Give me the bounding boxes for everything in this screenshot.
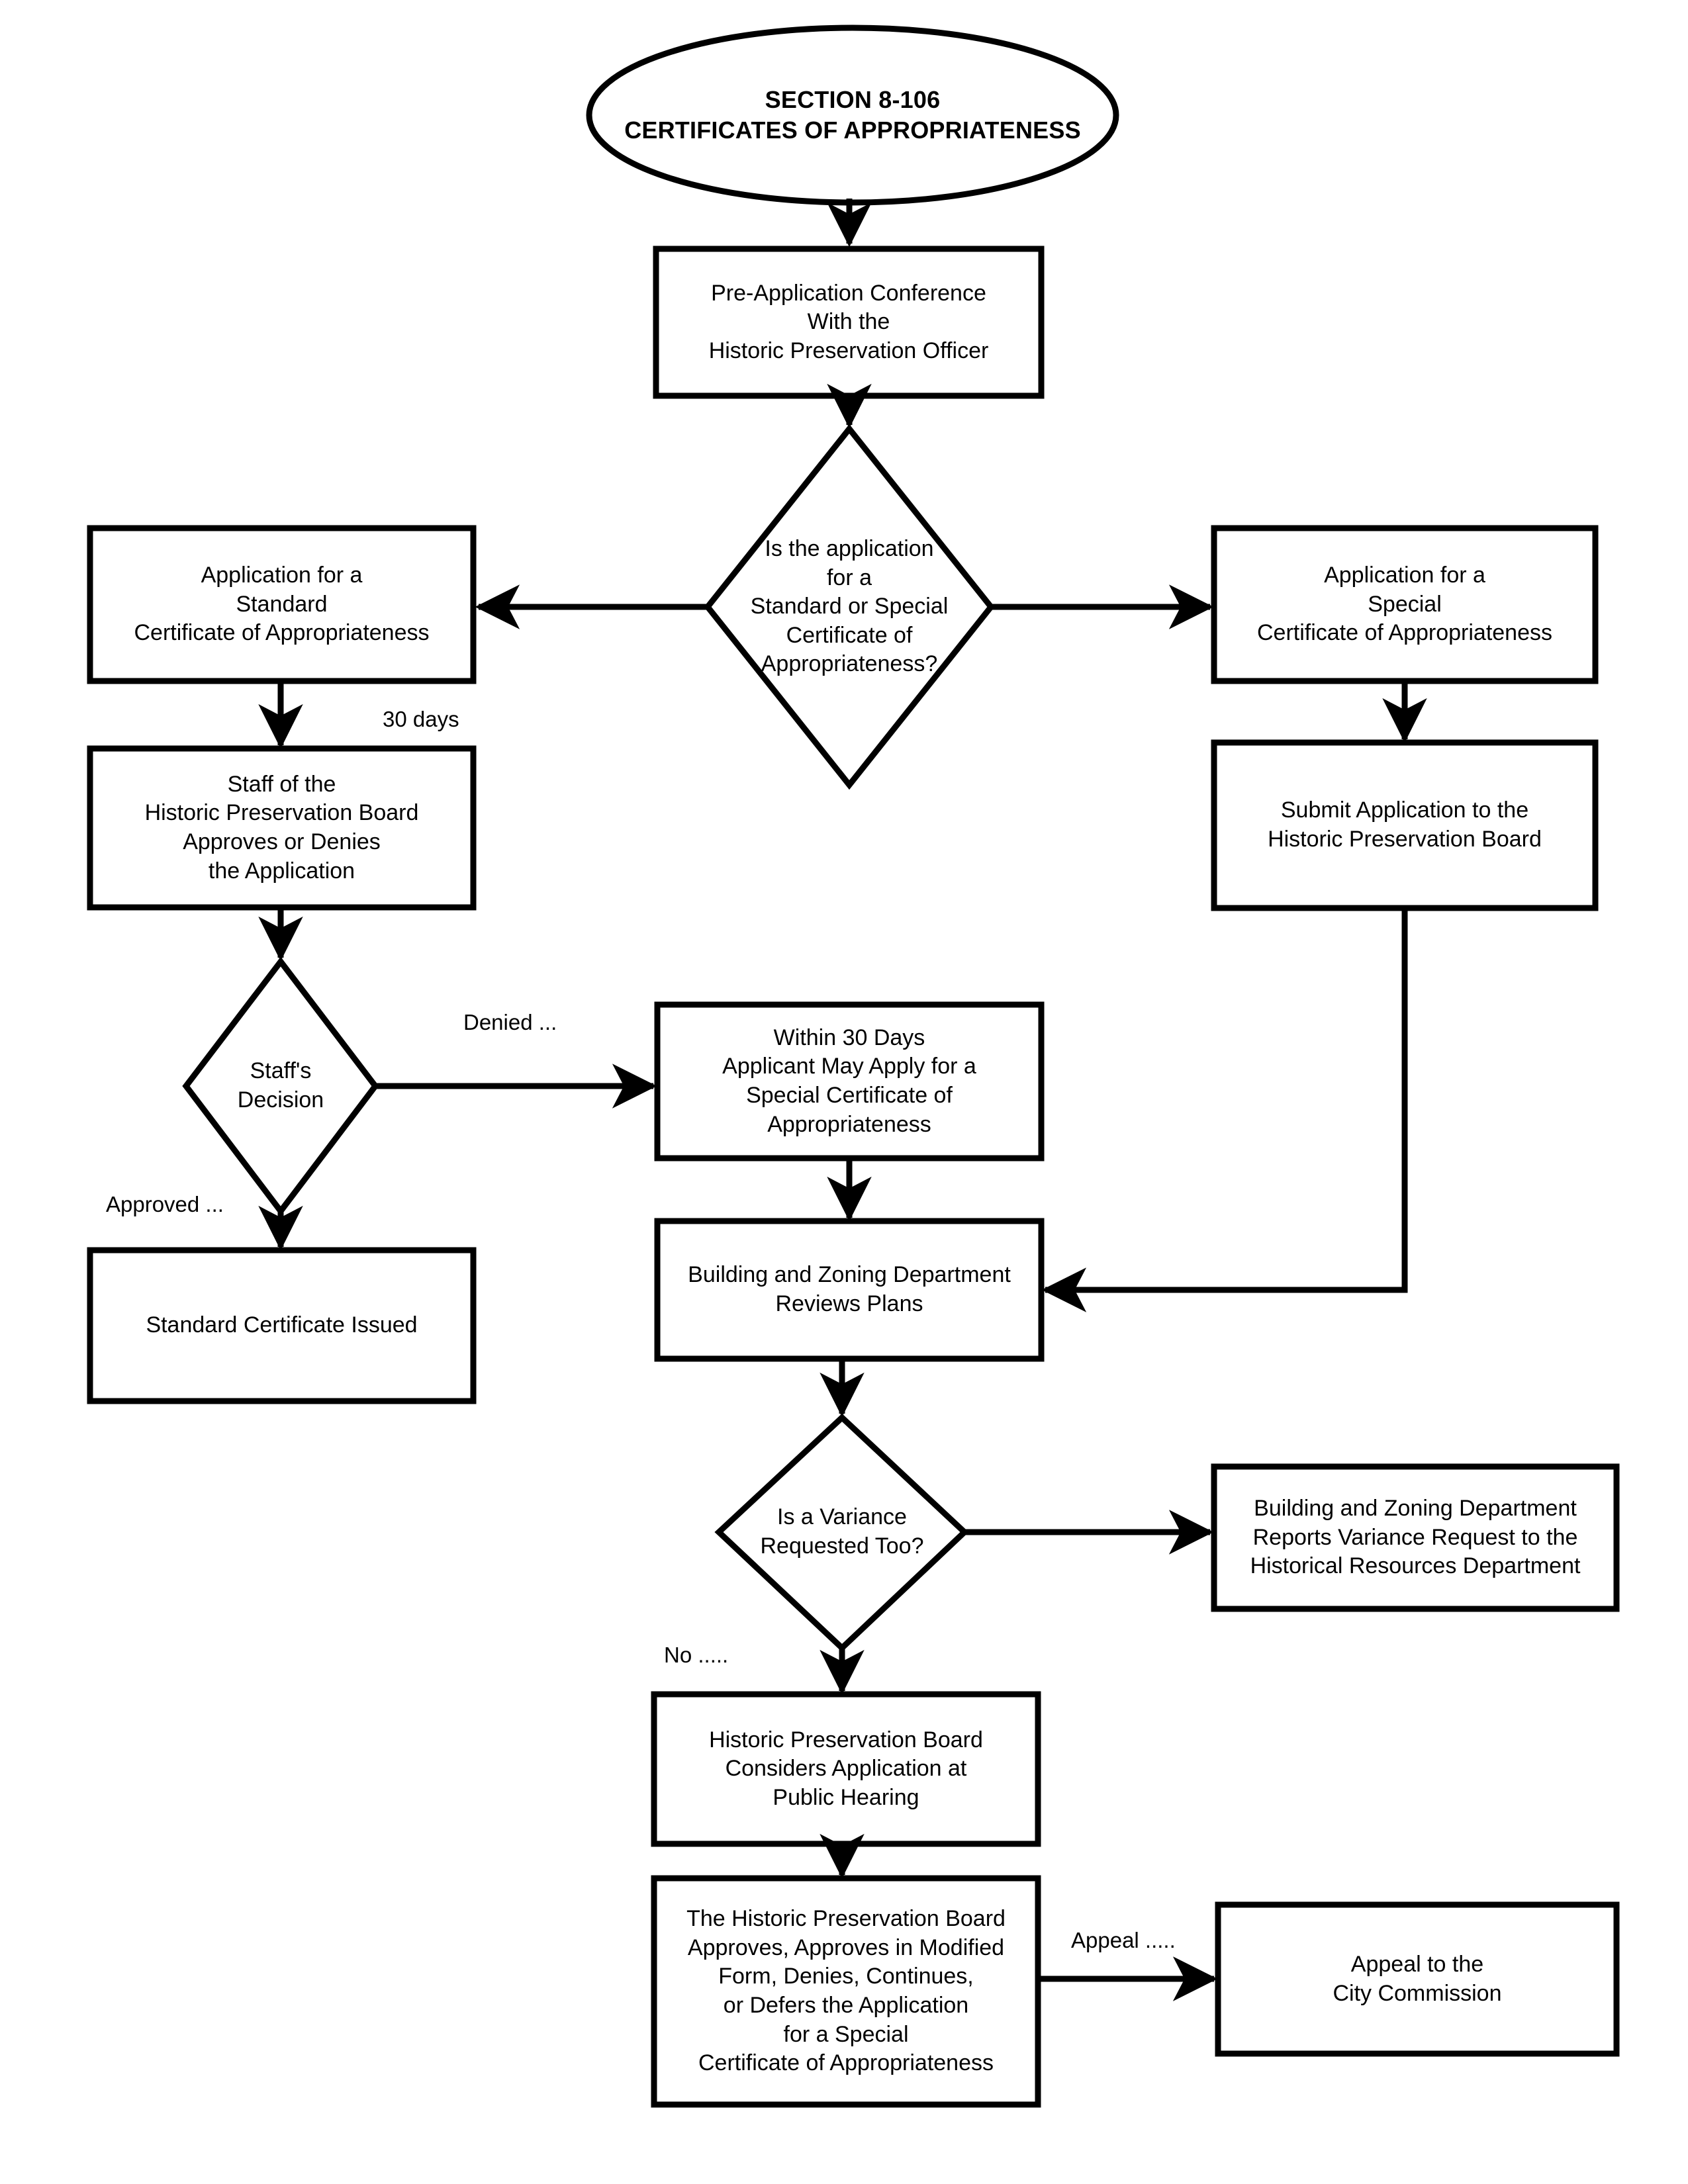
variance-decision-diamond xyxy=(714,1413,969,1653)
edge-label-appeal: Appeal ..... xyxy=(1071,1928,1176,1952)
pre-application-box xyxy=(653,246,1045,399)
application-standard-box xyxy=(87,525,477,684)
edge-submit-to-buildingzoning xyxy=(1041,908,1408,1312)
building-zoning-reviews-box xyxy=(654,1218,1045,1362)
board-action-box xyxy=(651,1875,1041,2108)
edge-label-approved: Approved ... xyxy=(106,1192,224,1216)
staff-reviews-box xyxy=(87,745,477,911)
edge-label-no: No ..... xyxy=(664,1643,729,1667)
appeal-city-commission-box xyxy=(1215,1901,1620,2057)
application-special-box xyxy=(1211,525,1599,684)
decision-standard-special-diamond xyxy=(704,424,995,790)
staffs-decision-diamond xyxy=(182,956,379,1216)
submit-to-board-box xyxy=(1211,739,1599,911)
standard-certificate-issued-box xyxy=(87,1247,477,1404)
board-public-hearing-box xyxy=(651,1691,1041,1847)
edge-label-30-days: 30 days xyxy=(383,707,459,731)
edge-label-denied: Denied ... xyxy=(463,1010,557,1034)
building-zoning-reports-box xyxy=(1211,1463,1620,1612)
title-oval-shape xyxy=(586,24,1119,206)
within-30-days-box xyxy=(654,1001,1045,1161)
